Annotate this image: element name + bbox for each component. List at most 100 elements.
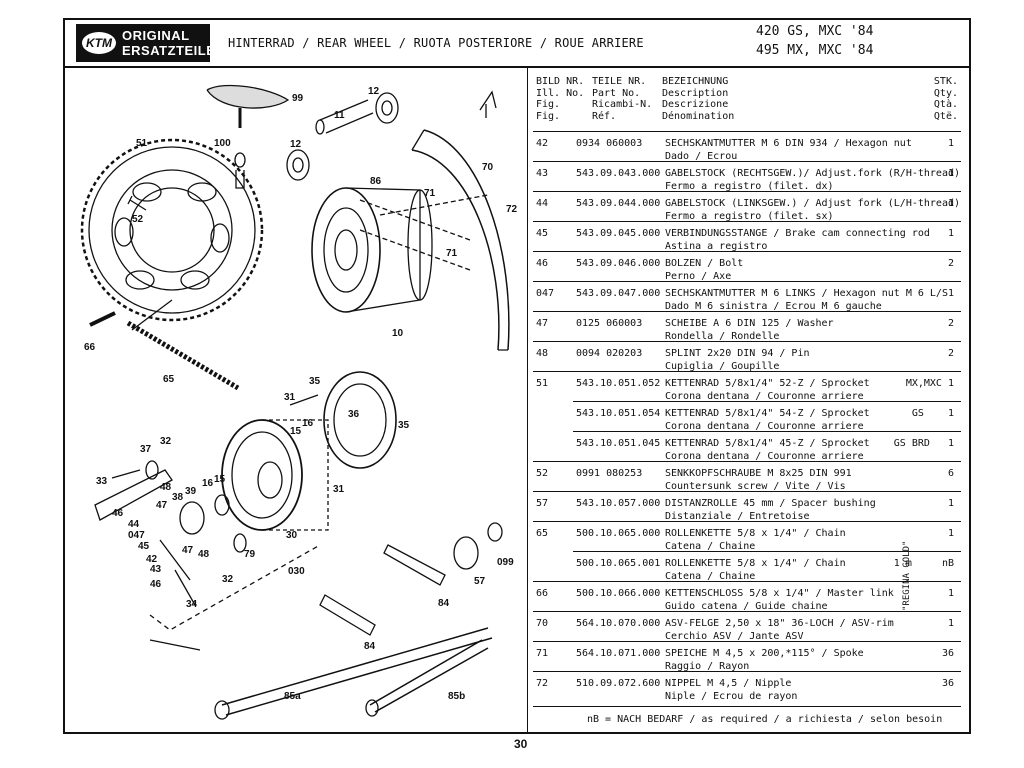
row-separator (573, 551, 961, 552)
row-part-number: 0094 020203 (576, 348, 643, 359)
callout-11: 11 (334, 110, 345, 121)
page-frame (63, 18, 971, 734)
callout-46: 46 (112, 508, 124, 519)
callout-31: 31 (333, 484, 345, 495)
row-part-number: 543.10.057.000 (576, 498, 661, 509)
row-separator (533, 191, 961, 192)
row-part-number: 543.09.047.000 (576, 288, 661, 299)
row-fig-number: 65 (536, 528, 549, 539)
callout-71: 71 (446, 248, 458, 259)
row-description-1: GABELSTOCK (LINKSGEW.) / Adjust fork (L/… (665, 198, 961, 209)
row-description-2: Cerchio ASV / Jante ASV (665, 631, 804, 642)
row-part-number: 0125 060003 (576, 318, 643, 329)
row-fig-number: 70 (536, 618, 549, 629)
row-part-number: 0991 080253 (576, 468, 643, 479)
row-quantity: 36 (941, 648, 954, 659)
row-fig-number: 52 (536, 468, 549, 479)
row-part-number: 564.10.070.000 (576, 618, 661, 629)
row-part-number: 510.09.072.600 (576, 678, 661, 689)
row-part-number: 543.10.051.045 (576, 438, 661, 449)
col-header-fig: BILD NR. Ill. No. Fig. Fig. (536, 76, 584, 122)
row-fig-number: 57 (536, 498, 549, 509)
row-description-1: KETTENSCHLOSS 5/8 x 1/4" / Master link (665, 588, 894, 599)
callout-35: 35 (398, 420, 410, 431)
callout-35: 35 (309, 376, 321, 387)
row-quantity: 1 (947, 138, 954, 149)
row-description-2: Fermo a registro (filet. dx) (665, 181, 834, 192)
callout-32: 32 (222, 574, 234, 585)
row-quantity: 1 (947, 588, 954, 599)
callout-36: 36 (348, 409, 360, 420)
row-description-1: VERBINDUNGSSTANGE / Brake cam connecting… (665, 228, 930, 239)
row-separator (533, 491, 961, 492)
col-header-qty: STK. Qty. Qtà. Qtë. (930, 76, 958, 122)
row-separator (533, 641, 961, 642)
callout-84: 84 (438, 598, 450, 609)
row-description-1: KETTENRAD 5/8x1/4" 54-Z / Sprocket GS (665, 408, 924, 419)
row-separator (533, 581, 961, 582)
callout-42: 42 (146, 554, 158, 565)
callout-65: 65 (163, 374, 175, 385)
row-description-1: DISTANZROLLE 45 mm / Spacer bushing (665, 498, 876, 509)
callout-84: 84 (364, 641, 376, 652)
row-separator (533, 281, 961, 282)
model-line: 420 GS, MXC '84 (756, 24, 874, 39)
callout-34: 34 (186, 599, 198, 610)
header-line: Ill. No. (536, 87, 585, 99)
header-line: Fig. (536, 99, 561, 110)
callout-37: 37 (140, 444, 152, 455)
row-separator (533, 251, 961, 252)
header-line: Réf. (592, 110, 617, 122)
callout-44: 44 (128, 519, 140, 530)
row-part-number: 543.09.044.000 (576, 198, 661, 209)
row-part-number: 0934 060003 (576, 138, 643, 149)
row-part-number: 543.10.051.052 (576, 378, 661, 389)
footnote: nB = NACH BEDARF / as required / a richi… (587, 714, 943, 725)
callout-10: 10 (392, 328, 404, 339)
row-description-1: KETTENRAD 5/8x1/4" 45-Z / Sprocket GS BR… (665, 438, 930, 449)
callout-099: 099 (497, 557, 514, 568)
sprocket-drawing (80, 138, 264, 322)
row-description-2: Cupiglia / Goupille (665, 361, 780, 372)
row-fig-number: 46 (536, 258, 549, 269)
row-description-2: Distanziale / Entretoise (665, 511, 810, 522)
callout-72: 72 (506, 204, 518, 215)
header-line: TEILE NR. (592, 76, 647, 87)
header-line: BILD NR. (536, 76, 585, 87)
row-quantity: 2 (947, 258, 954, 269)
exploded-drawing: 99 12 11 12 100 51 52 70 72 86 71 71 10 … (80, 84, 518, 720)
row-separator (573, 431, 961, 432)
callout-32: 32 (160, 436, 172, 447)
row-description-2: Catena / Chaine (665, 541, 756, 552)
row-part-number: 543.09.043.000 (576, 168, 661, 179)
row-description-1: SECHSKANTMUTTER M 6 LINKS / Hexagon nut … (665, 288, 948, 299)
row-separator (533, 221, 961, 222)
callout-48: 48 (198, 549, 210, 560)
row-quantity: 1 (947, 198, 954, 209)
callout-16: 16 (202, 478, 214, 489)
callout-38: 38 (172, 492, 184, 503)
row-description-2: Astina a registro (665, 241, 768, 252)
row-fig-number: 43 (536, 168, 549, 179)
row-fig-number: 47 (536, 318, 549, 329)
row-fig-number: 45 (536, 228, 549, 239)
callout-51: 51 (136, 138, 148, 149)
callout-85a: 85a (284, 691, 301, 702)
row-quantity: 2 (947, 318, 954, 329)
row-part-number: 500.10.065.001 (576, 558, 661, 569)
callout-16: 16 (302, 418, 314, 429)
header-line: Descrizione (662, 99, 729, 110)
row-quantity: 1 (947, 228, 954, 239)
row-fig-number: 66 (536, 588, 549, 599)
row-description-1: KETTENRAD 5/8x1/4" 52-Z / Sprocket MX,MX… (665, 378, 942, 389)
ktm-badge: KTM (82, 32, 116, 54)
logo-line-2: ERSATZTEILE (122, 43, 216, 58)
row-fig-number: 48 (536, 348, 549, 359)
header-line: Qtà. (933, 99, 958, 110)
row-description-1: SCHEIBE A 6 DIN 125 / Washer (665, 318, 834, 329)
callout-15: 15 (290, 426, 302, 437)
col-header-part: TEILE NR. Part No. Ricambi-N. Réf. (592, 76, 652, 122)
ktm-logo: KTM ORIGINAL ERSATZTEILE (76, 24, 215, 62)
callout-99: 99 (292, 93, 304, 104)
row-description-2: Dado M 6 sinistra / Ecrou M 6 gauche (665, 301, 882, 312)
